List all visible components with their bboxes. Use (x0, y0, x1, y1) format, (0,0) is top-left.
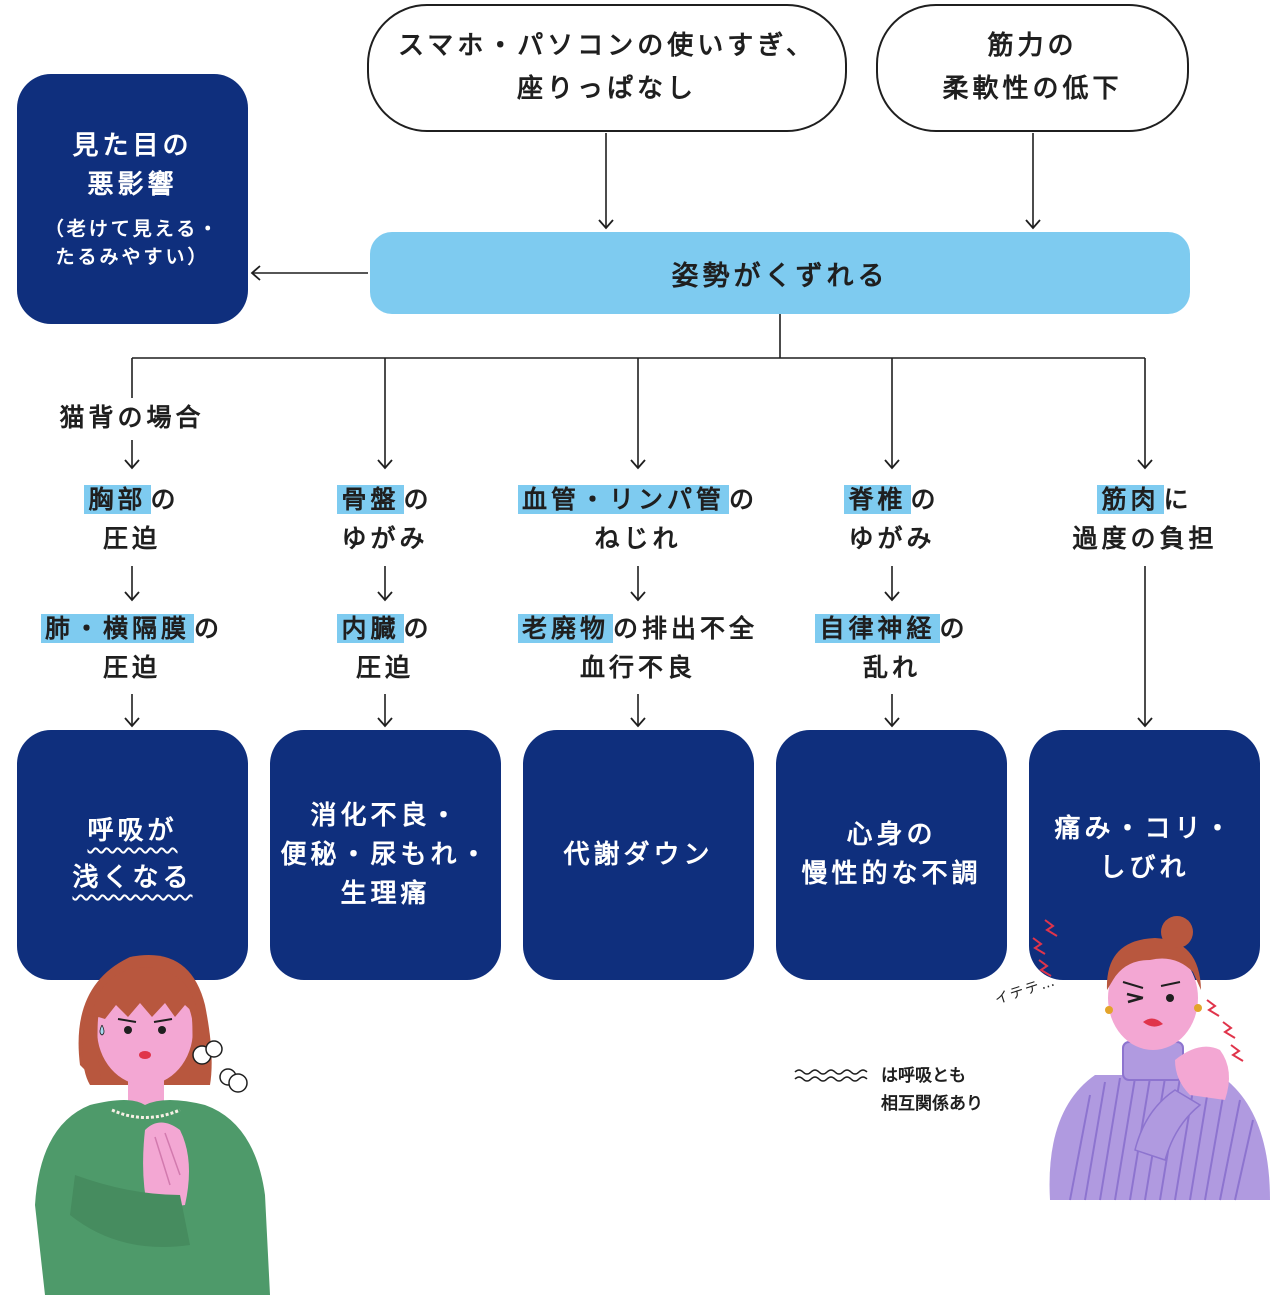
col1-step1-line2: 圧迫 (102, 524, 161, 553)
legend: は呼吸とも 相互関係あり (795, 1062, 983, 1118)
cause-smartphone-line2: 座りっぱなし (516, 74, 697, 104)
result-pain: 痛み・コリ・ しびれ (1029, 730, 1260, 980)
col4-step2-line2: 乱れ (862, 653, 921, 682)
result-digestion-line3: 生理痛 (340, 878, 431, 909)
result-pain-line1: 痛み・コリ・ (1054, 814, 1235, 844)
col1-step2-highlight: 肺・横隔膜 (40, 614, 194, 643)
result-chronic-line2: 慢性的な不調 (801, 859, 982, 889)
result-breathing-line2: 浅くなる (72, 863, 193, 893)
result-pain-line2: しびれ (1099, 853, 1190, 883)
col2-step2-highlight: 内臓 (337, 614, 404, 643)
central-posture-node: 姿勢がくずれる (370, 232, 1190, 314)
col1-step2-rest: の (194, 614, 224, 643)
col1-step2: 肺・横隔膜の 圧迫 (0, 609, 292, 687)
result-digestion: 消化不良・ 便秘・尿もれ・ 生理痛 (270, 730, 501, 980)
col1-step1-rest: の (150, 485, 180, 514)
col2-step1-line2: ゆがみ (341, 524, 429, 553)
col2-step1-rest: の (403, 485, 433, 514)
result-metabolism: 代謝ダウン (523, 730, 754, 980)
legend-line1: は呼吸とも (881, 1066, 966, 1086)
col5-step1: 筋肉に 過度の負担 (985, 480, 1280, 558)
col5-step1-rest: に (1163, 485, 1193, 514)
branch-note: 猫背の場合 (59, 403, 205, 432)
appearance-note-line2: たるみやすい） (55, 246, 210, 268)
col1-step2-line2: 圧迫 (102, 653, 161, 682)
col3-step2-highlight: 老廃物 (517, 614, 613, 643)
col2-step1: 骨盤の ゆがみ (225, 480, 545, 558)
col3-step1-rest: の (729, 485, 759, 514)
col4-step2: 自律神経の 乱れ (732, 609, 1052, 687)
col5-step1-highlight: 筋肉 (1097, 485, 1164, 514)
cause-smartphone: スマホ・パソコンの使いすぎ、 座りっぱなし (367, 4, 847, 132)
cause-muscle-line2: 柔軟性の低下 (942, 74, 1123, 104)
col1-step1-highlight: 胸部 (84, 485, 151, 514)
result-breathing: 呼吸が 浅くなる (17, 730, 248, 980)
col2-step2-rest: の (403, 614, 433, 643)
result-digestion-line2: 便秘・尿もれ・ (280, 839, 491, 870)
col3-step1-line2: ねじれ (594, 524, 682, 553)
col4-step2-rest: の (939, 614, 969, 643)
col4-step1-line2: ゆがみ (848, 524, 936, 553)
result-metabolism-line1: 代謝ダウン (563, 839, 714, 870)
col4-step2-highlight: 自律神経 (815, 614, 940, 643)
col5-step1-line2: 過度の負担 (1072, 524, 1218, 553)
col2-step2: 内臓の 圧迫 (225, 609, 545, 687)
appearance-title-line1: 見た目の (72, 130, 193, 161)
col4-step1-highlight: 脊椎 (844, 485, 911, 514)
cause-muscle-line1: 筋力の (987, 31, 1078, 62)
legend-line2: 相互関係あり (881, 1094, 983, 1114)
col2-step2-line2: 圧迫 (355, 653, 414, 682)
col3-step2-rest: の排出不全 (613, 614, 759, 643)
legend-wavy-icon (794, 1069, 868, 1082)
woman-breathing-illustration (35, 955, 270, 1295)
cause-muscle: 筋力の 柔軟性の低下 (876, 4, 1189, 132)
appearance-box: 見た目の 悪影響 （老けて見える・ たるみやすい） (17, 74, 248, 324)
appearance-note: （老けて見える・ たるみやすい） (45, 215, 220, 272)
result-digestion-line1: 消化不良・ (310, 800, 461, 831)
result-chronic: 心身の 慢性的な不調 (776, 730, 1007, 980)
col3-step1: 血管・リンパ管の ねじれ (478, 480, 798, 558)
col2-step1-highlight: 骨盤 (337, 485, 404, 514)
col1-step1: 胸部の 圧迫 (0, 480, 292, 558)
col3-step2-line2: 血行不良 (579, 653, 696, 682)
col3-step1-highlight: 血管・リンパ管 (517, 485, 729, 514)
col3-step2: 老廃物の排出不全 血行不良 (478, 609, 798, 687)
woman-pain-illustration (1032, 916, 1270, 1201)
col4-step1: 脊椎の ゆがみ (732, 480, 1052, 558)
col4-step1-rest: の (910, 485, 940, 514)
result-chronic-line1: 心身の (846, 820, 937, 850)
appearance-title-line2: 悪影響 (87, 169, 178, 200)
cause-smartphone-line1: スマホ・パソコンの使いすぎ、 (398, 31, 816, 62)
result-breathing-line1: 呼吸が (87, 816, 178, 846)
appearance-note-line1: （老けて見える・ (44, 217, 221, 240)
